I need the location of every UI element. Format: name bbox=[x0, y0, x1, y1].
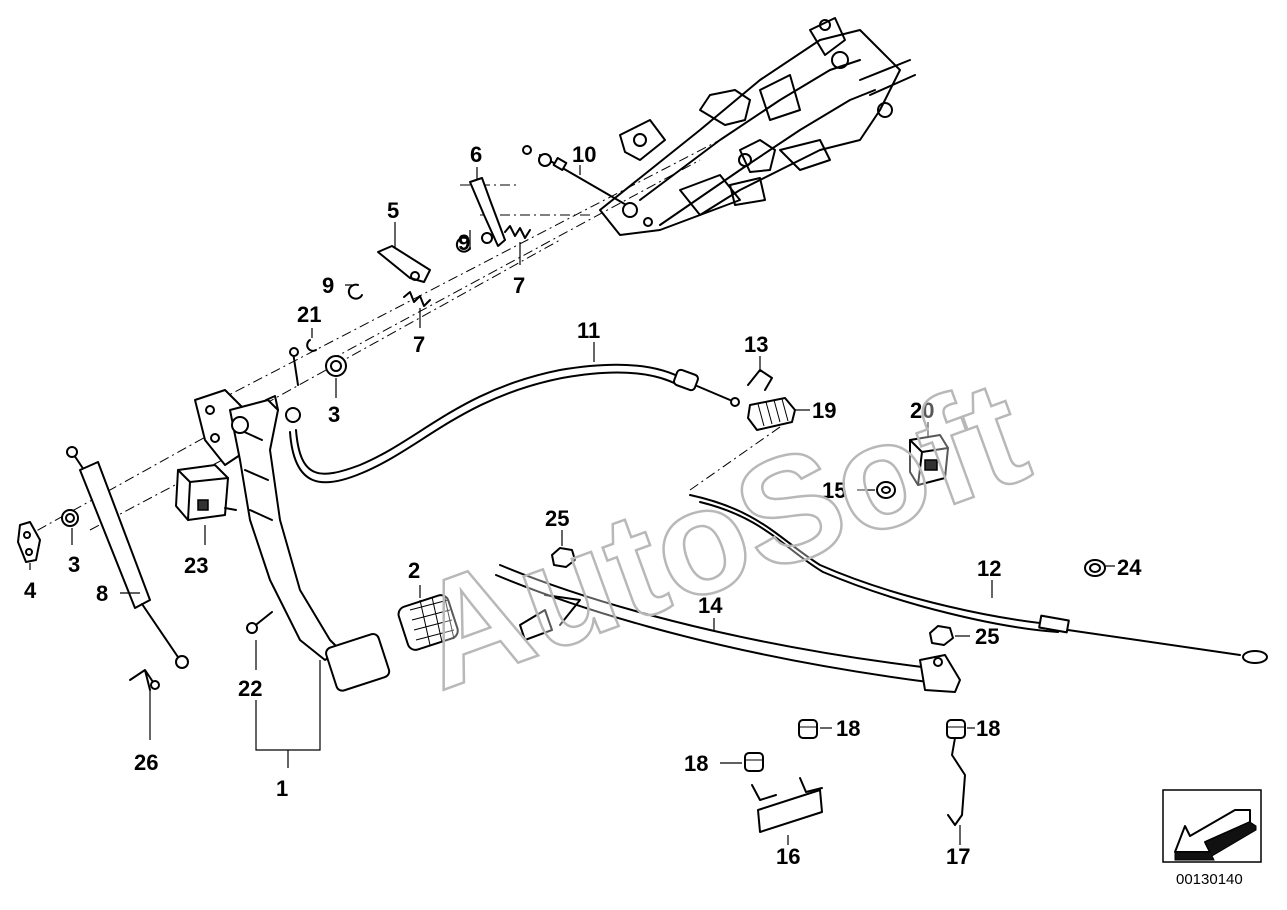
callout-3-upper: 3 bbox=[328, 402, 340, 427]
wire-part-17 bbox=[947, 737, 966, 826]
cable-part-12 bbox=[689, 494, 1268, 664]
switch-part-23 bbox=[175, 464, 237, 521]
clip-part-13 bbox=[747, 369, 773, 391]
arrow-left-down-icon bbox=[1174, 809, 1257, 861]
nut-part-15 bbox=[876, 481, 896, 499]
clip-part-9b bbox=[455, 236, 471, 253]
callout-labels: 1 2 3 3 4 5 6 7 7 8 9 9 10 11 12 13 14 1… bbox=[24, 142, 1142, 869]
callout-23: 23 bbox=[184, 553, 208, 578]
callout-16: 16 bbox=[776, 844, 800, 869]
callout-7-right: 7 bbox=[513, 273, 525, 298]
pedal-assembly-part-1 bbox=[194, 389, 391, 692]
document-number: 00130140 bbox=[1176, 871, 1243, 888]
pin-part-21 bbox=[289, 339, 317, 386]
spring-part-7a bbox=[403, 291, 431, 307]
bracket-part-20 bbox=[909, 434, 949, 486]
callout-2: 2 bbox=[408, 558, 420, 583]
callout-11: 11 bbox=[577, 318, 600, 343]
leader-lines bbox=[29, 165, 1115, 845]
clip-part-9a bbox=[347, 283, 363, 300]
lever-part-5 bbox=[377, 245, 431, 283]
callout-8: 8 bbox=[96, 581, 108, 606]
lever-part-6 bbox=[469, 177, 506, 247]
callout-3-lower: 3 bbox=[68, 552, 80, 577]
callout-13: 13 bbox=[744, 332, 768, 357]
callout-12: 12 bbox=[977, 556, 1001, 581]
callout-6: 6 bbox=[470, 142, 482, 167]
callout-17: 17 bbox=[946, 844, 970, 869]
plate-part-16 bbox=[751, 777, 823, 833]
grommet-part-18c bbox=[946, 719, 966, 739]
clip-part-26 bbox=[129, 669, 160, 691]
callout-18-right: 18 bbox=[976, 716, 1000, 741]
callout-24: 24 bbox=[1117, 555, 1142, 580]
callout-19: 19 bbox=[812, 398, 836, 423]
callout-18-left: 18 bbox=[684, 751, 708, 776]
tube-part-14 bbox=[495, 564, 961, 693]
callout-1: 1 bbox=[276, 776, 288, 801]
nav-arrow-button[interactable] bbox=[1162, 789, 1262, 863]
callout-20: 20 bbox=[910, 398, 934, 423]
nut-part-25a bbox=[551, 547, 576, 568]
grommet-part-18b bbox=[798, 719, 818, 739]
callout-14: 14 bbox=[698, 593, 723, 618]
callout-9-left: 9 bbox=[322, 273, 334, 298]
bushing-part-3-lower bbox=[61, 509, 79, 527]
callout-18-middle: 18 bbox=[836, 716, 860, 741]
callout-9-right: 9 bbox=[458, 230, 470, 255]
gas-strut-part-8 bbox=[66, 446, 189, 669]
callout-26: 26 bbox=[134, 750, 158, 775]
grommet-part-24 bbox=[1084, 559, 1106, 577]
bushing-part-3-upper bbox=[325, 355, 347, 377]
callout-10: 10 bbox=[572, 142, 596, 167]
support-bracket bbox=[599, 17, 916, 236]
bolt-part-22 bbox=[246, 611, 273, 634]
nut-part-25b bbox=[929, 625, 954, 646]
cable-part-11 bbox=[285, 363, 740, 484]
rod-part-10 bbox=[522, 145, 653, 227]
holder-part-19 bbox=[747, 397, 796, 431]
pedal-pad-part-2 bbox=[397, 593, 459, 651]
callout-22: 22 bbox=[238, 676, 262, 701]
bracket-part-4 bbox=[17, 521, 41, 563]
grommet-part-18a bbox=[744, 752, 764, 772]
callout-4: 4 bbox=[24, 578, 37, 603]
callout-25-lower: 25 bbox=[975, 624, 999, 649]
callout-15: 15 bbox=[822, 478, 846, 503]
callout-7-left: 7 bbox=[413, 332, 425, 357]
callout-25-upper: 25 bbox=[545, 506, 569, 531]
spring-part-7b bbox=[504, 225, 531, 239]
callout-21: 21 bbox=[297, 302, 321, 327]
callout-5: 5 bbox=[387, 198, 399, 223]
